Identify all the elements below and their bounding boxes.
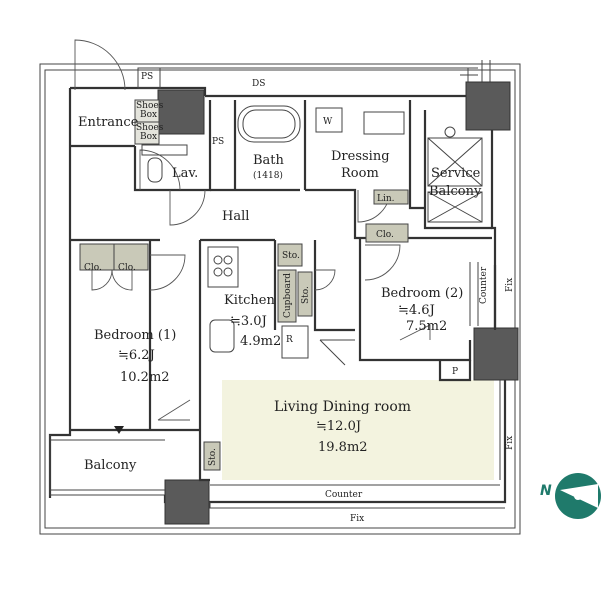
label-fix-bottom: Fix <box>350 514 364 524</box>
label-cupboard: Cupboard <box>283 273 293 318</box>
label-bedroom2-j: ≒4.6J <box>398 303 435 318</box>
living-floor <box>222 380 494 480</box>
label-living: Living Dining room <box>274 399 411 415</box>
label-dressing-room: Dressing Room <box>331 149 394 181</box>
label-ds: DS <box>252 79 265 89</box>
label-shoes-box-2-a: Shoes <box>136 123 164 133</box>
label-r: R <box>286 335 293 345</box>
label-bedroom1-m2: 10.2m2 <box>120 370 170 385</box>
label-balcony-sb: Balcony <box>429 184 482 199</box>
label-fix-side-1: Fix <box>505 278 515 292</box>
label-clo-b2: Clo. <box>376 230 394 240</box>
label-shoes-box-1-b: Box <box>140 110 157 120</box>
label-north: N <box>540 483 552 499</box>
pillars <box>157 81 519 525</box>
label-ps-mid: PS <box>212 137 224 147</box>
label-dressing: Dressing <box>331 149 390 164</box>
label-service: Service <box>431 166 481 181</box>
label-shoes-box-1-a: Shoes <box>136 101 164 111</box>
interior-doors <box>91 149 431 421</box>
label-bedroom1-j: ≒6.2J <box>118 348 155 363</box>
label-counter-side: Counter <box>479 266 489 304</box>
entrance-door <box>74 39 126 91</box>
interior-walls <box>70 100 497 482</box>
label-entrance: Entrance <box>78 115 139 130</box>
label-w: W <box>323 117 333 127</box>
label-bedroom2: Bedroom (2) <box>381 286 463 301</box>
label-room: Room <box>341 166 379 181</box>
label-kitchen-m2: 4.9m2 <box>240 334 281 349</box>
label-sto-side: Sto. <box>301 286 311 304</box>
label-p: P <box>452 367 458 377</box>
label-bath-size: (1418) <box>253 170 283 181</box>
compass-hub <box>574 492 582 500</box>
label-shoes-box-2: Shoes Box <box>136 123 166 142</box>
label-shoes-box-1: Shoes Box <box>136 101 166 120</box>
label-living-m2: 19.8m2 <box>318 440 368 455</box>
label-counter-bottom: Counter <box>325 490 363 500</box>
label-shoes-box-2-b: Box <box>140 132 157 142</box>
label-bedroom1: Bedroom (1) <box>94 328 176 343</box>
entry-marker <box>114 426 124 434</box>
label-living-j: ≒12.0J <box>316 419 361 434</box>
label-kitchen-j: ≒3.0J <box>230 314 267 329</box>
label-service-balcony: Service Balcony <box>429 166 484 199</box>
label-sto-bottom: Sto. <box>208 448 218 466</box>
fixtures <box>141 105 483 359</box>
label-ps-top: PS <box>141 72 153 82</box>
label-sto-top: Sto. <box>282 251 300 261</box>
label-lav: Lav. <box>172 166 198 181</box>
label-clo-b1-a: Clo. <box>84 263 102 273</box>
storage-blocks <box>79 99 409 471</box>
label-lin: Lin. <box>377 194 395 204</box>
label-bath: Bath <box>253 153 285 168</box>
balcony-lines <box>50 262 505 509</box>
label-fix-side-2: Fix <box>505 436 515 450</box>
label-clo-b1-b: Clo. <box>118 263 136 273</box>
label-hall: Hall <box>222 209 249 224</box>
label-balcony: Balcony <box>84 458 137 473</box>
north-compass: N <box>540 473 601 519</box>
label-bedroom2-m2: 7.5m2 <box>406 319 447 334</box>
label-kitchen: Kitchen <box>224 293 275 308</box>
